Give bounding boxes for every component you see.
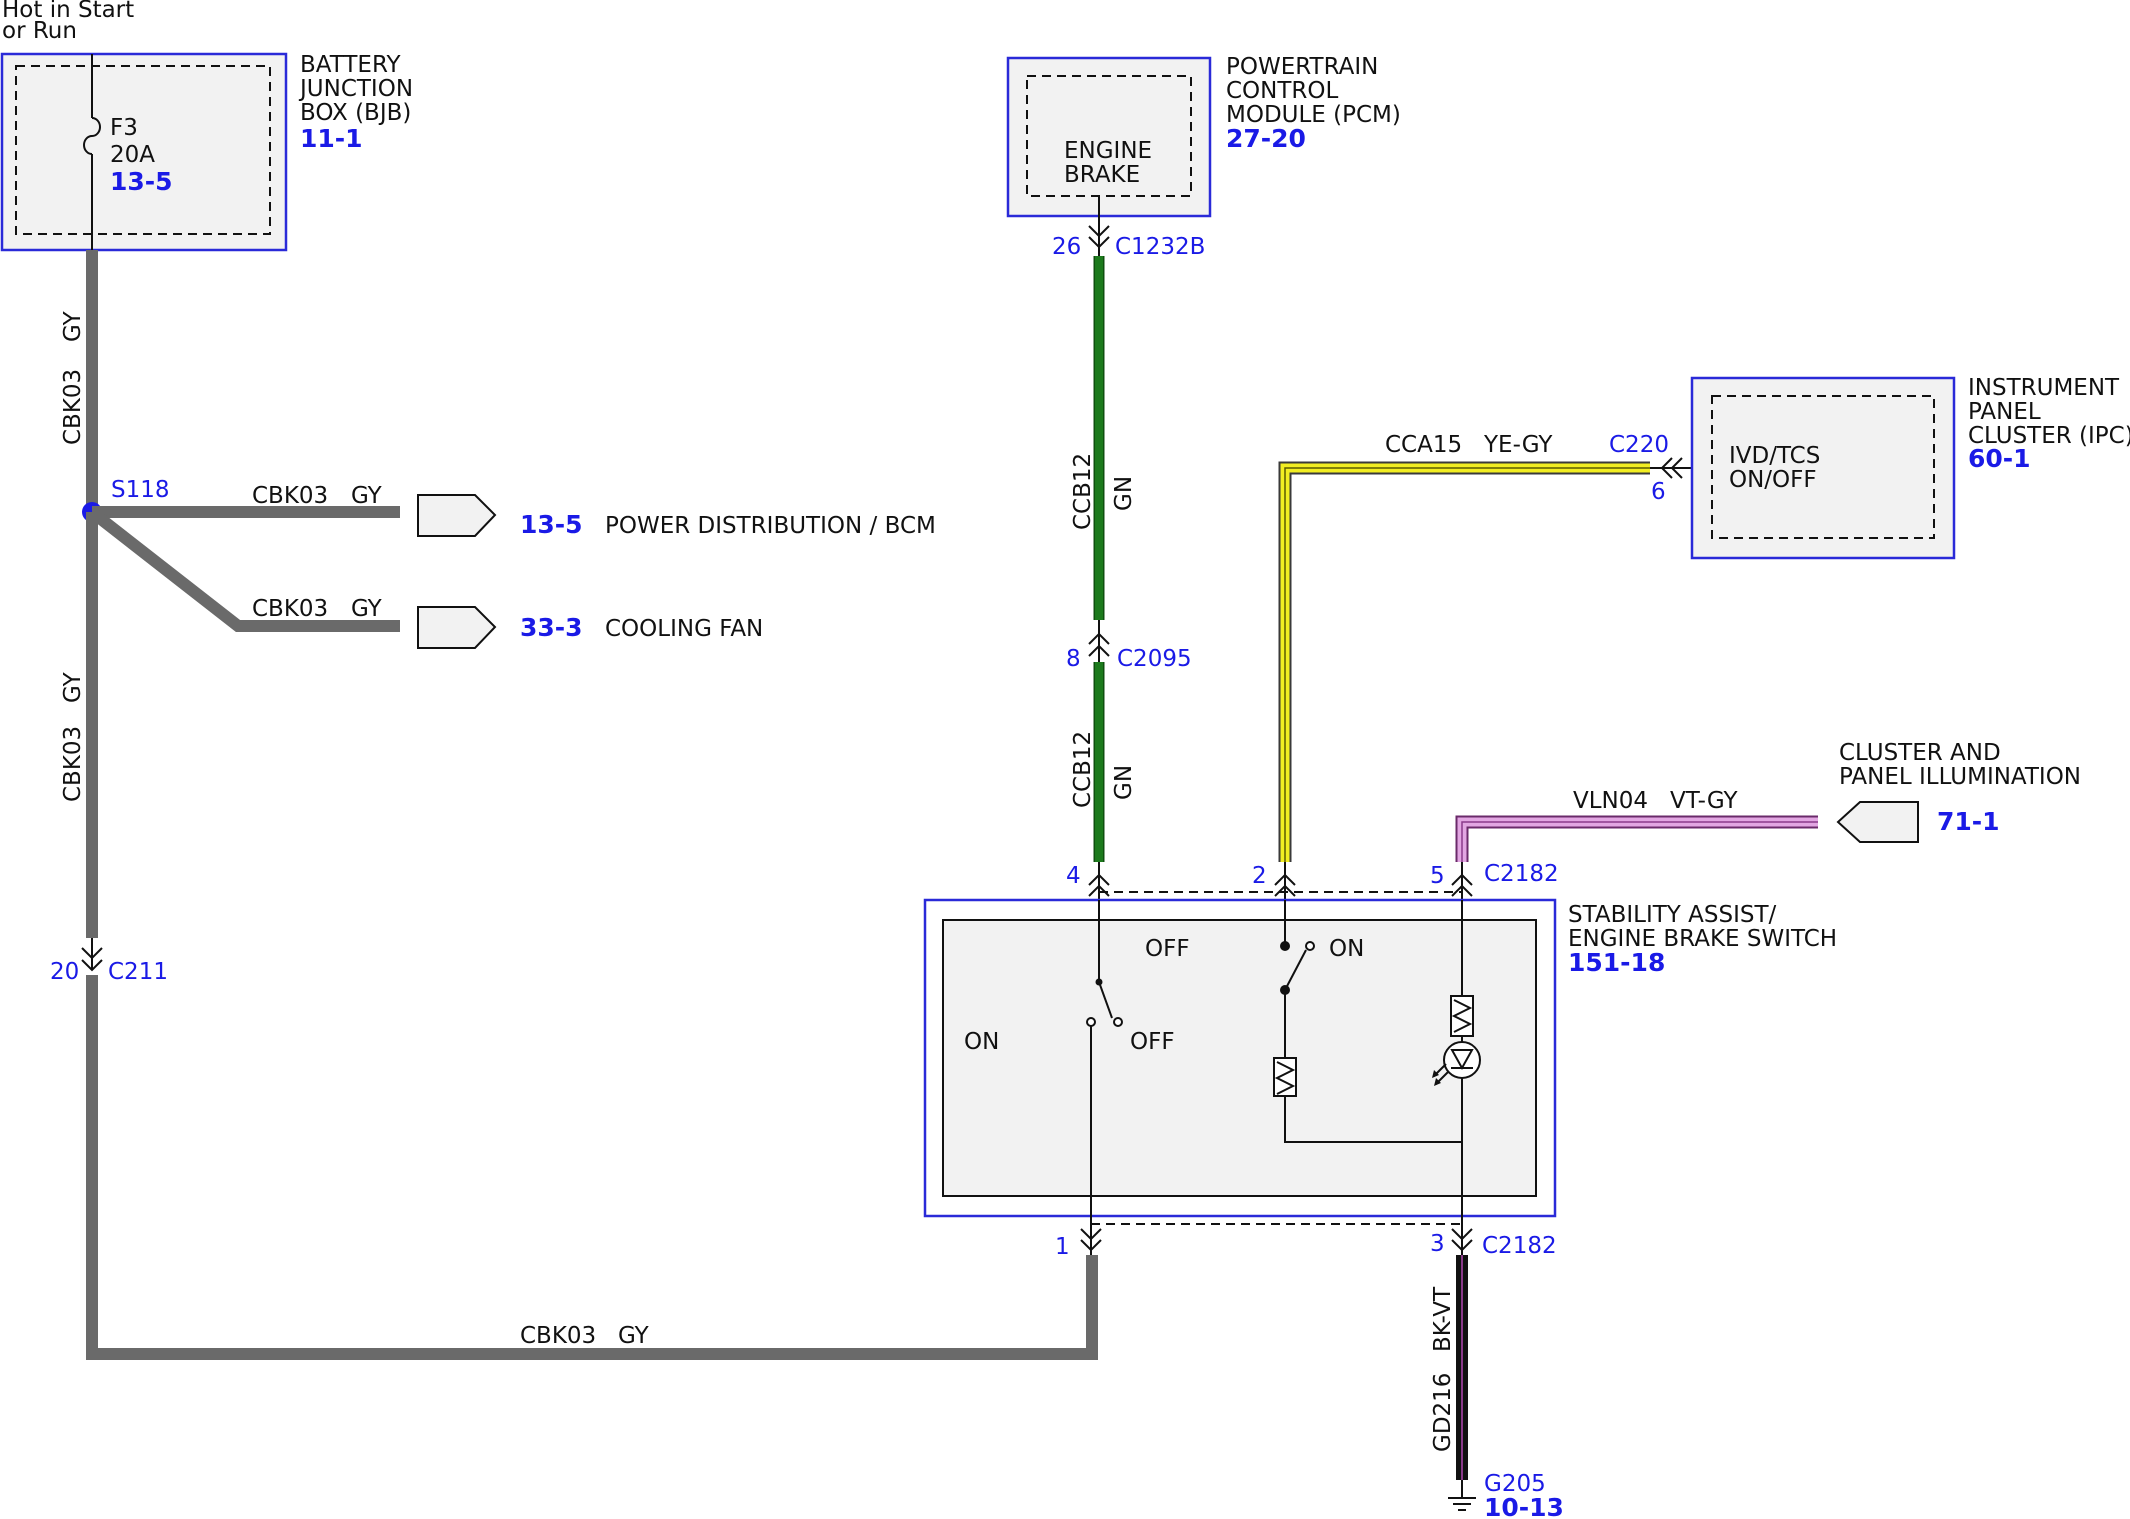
pcm-title-2: CONTROL — [1226, 78, 1339, 104]
wire-vln04-edge — [1455, 815, 1818, 862]
connector-c2095-icon — [1088, 620, 1110, 662]
branch-2-dest: COOLING FAN — [605, 616, 763, 642]
branch-2-ref[interactable]: 33-3 — [520, 613, 583, 642]
c2182-name-bottom: C2182 — [1482, 1233, 1557, 1259]
fuse-ref[interactable]: 13-5 — [110, 167, 173, 196]
connector-c2182-pin2-icon — [1274, 862, 1296, 900]
wire-cbk03-bottom-circuit: CBK03 — [520, 1323, 596, 1349]
bjb-title-2: JUNCTION — [298, 76, 413, 102]
switch-module: ON OFF OFF ON — [923, 898, 1557, 1230]
top-note-line2: or Run — [2, 18, 77, 44]
wire-cbk03-lower-color: GY — [60, 671, 86, 703]
branch-1-color: GY — [351, 483, 383, 509]
ipc-inner-1: IVD/TCS — [1729, 443, 1820, 469]
switch-title-1: STABILITY ASSIST/ — [1568, 902, 1777, 928]
offpage-arrow-illum — [1836, 801, 1919, 843]
connector-c2182-pin4-icon — [1088, 862, 1110, 900]
c2182-pin4: 4 — [1066, 863, 1081, 889]
pcm-inner-2: BRAKE — [1064, 162, 1140, 188]
connector-c2182-pin1-icon — [1080, 1216, 1102, 1255]
wire-cbk03-lower-circuit: CBK03 — [60, 726, 86, 802]
connector-c2182-pin5-icon — [1451, 862, 1473, 900]
switch-off-left: OFF — [1130, 1029, 1175, 1055]
c211-name: C211 — [108, 959, 168, 985]
switch-off-top: OFF — [1145, 936, 1190, 962]
c2182-pin5: 5 — [1430, 863, 1445, 889]
c2095-name: C2095 — [1117, 646, 1192, 672]
branch-1-ref[interactable]: 13-5 — [520, 510, 583, 539]
bjb-ref[interactable]: 11-1 — [300, 124, 363, 153]
wire-gd216-color: BK-VT — [1430, 1286, 1456, 1352]
pcm-ref[interactable]: 27-20 — [1226, 124, 1306, 153]
branch-2-color: GY — [351, 596, 383, 622]
bjb-module: F3 20A 13-5 — [0, 52, 288, 252]
ipc-title-2: PANEL — [1968, 399, 2041, 425]
wire-ccb12-lower-color: GN — [1111, 765, 1137, 800]
pcm-title-3: MODULE (PCM) — [1226, 102, 1401, 128]
ipc-title-1: INSTRUMENT — [1968, 375, 2120, 401]
wire-vln04-circuit: VLN04 — [1573, 788, 1648, 814]
wire-ccb12-lower-circuit: CCB12 — [1070, 731, 1096, 808]
wire-vln04-color: VT-GY — [1670, 788, 1738, 814]
connector-c2182-pin3-icon — [1451, 1216, 1473, 1255]
ipc-title-3: CLUSTER (IPC) — [1968, 423, 2130, 449]
c220-name: C220 — [1609, 432, 1669, 458]
c2182-pin1: 1 — [1055, 1234, 1070, 1260]
c2182-name-top: C2182 — [1484, 861, 1559, 887]
pcm-module: ENGINE BRAKE — [1006, 56, 1212, 218]
c2182-pin3: 3 — [1430, 1231, 1445, 1257]
branch-1-dest: POWER DISTRIBUTION / BCM — [605, 513, 936, 539]
switch-left-blade — [1098, 981, 1113, 1019]
ipc-module: IVD/TCS ON/OFF — [1690, 376, 1956, 560]
pcm-inner-1: ENGINE — [1064, 138, 1152, 164]
switch-on-left: ON — [964, 1029, 999, 1055]
c211-pin: 20 — [50, 959, 79, 985]
c2095-pin: 8 — [1066, 646, 1081, 672]
branch-1-wire: CBK03 — [252, 483, 328, 509]
illum-ref[interactable]: 71-1 — [1937, 807, 2000, 836]
switch-title-2: ENGINE BRAKE SWITCH — [1568, 926, 1837, 952]
switch-on-right: ON — [1329, 936, 1364, 962]
wire-cca15-color: YE-GY — [1483, 432, 1553, 458]
wire-ccb12-upper-color: GN — [1111, 476, 1137, 511]
ipc-inner-2: ON/OFF — [1729, 467, 1817, 493]
wire-cca15-circuit: CCA15 — [1385, 432, 1462, 458]
bjb-title-1: BATTERY — [300, 52, 401, 78]
connector-c211-icon — [81, 938, 103, 972]
c1232b-name: C1232B — [1115, 234, 1205, 260]
fuse-rating: 20A — [110, 142, 155, 168]
ground-ref[interactable]: 10-13 — [1484, 1493, 1564, 1519]
wire-vln04-tracer — [1461, 821, 1818, 862]
c220-pin: 6 — [1651, 479, 1666, 505]
illum-title-2: PANEL ILLUMINATION — [1839, 764, 2081, 790]
wire-cbk03-upper-circuit: CBK03 — [60, 369, 86, 445]
offpage-arrow-bcm — [417, 494, 497, 537]
c1232b-pin: 26 — [1052, 234, 1081, 260]
pcm-title-1: POWERTRAIN — [1226, 54, 1378, 80]
ground-name: G205 — [1484, 1471, 1546, 1497]
fuse-id: F3 — [110, 115, 138, 141]
bjb-title-3: BOX (BJB) — [300, 100, 411, 126]
switch-ref[interactable]: 151-18 — [1568, 948, 1665, 977]
connector-c220-icon — [1650, 457, 1692, 479]
wire-cca15-tracer — [1284, 467, 1650, 862]
wire-ccb12-upper-circuit: CCB12 — [1070, 453, 1096, 530]
wire-branch-cooling — [88, 507, 400, 632]
top-note-line1: Hot in Start — [2, 0, 134, 23]
splice-label: S118 — [111, 477, 170, 503]
branch-2-wire: CBK03 — [252, 596, 328, 622]
fuse-icon — [83, 117, 101, 155]
c2182-pin2: 2 — [1252, 863, 1267, 889]
ipc-ref[interactable]: 60-1 — [1968, 444, 2031, 473]
connector-c1232b-icon — [1088, 196, 1110, 256]
wire-cbk03-bottom-color: GY — [618, 1323, 650, 1349]
switch-mid-blade — [1284, 949, 1307, 991]
wire-cbk03-upper-color: GY — [60, 310, 86, 342]
ground-icon — [1448, 1480, 1476, 1511]
wire-cbk03-bottom — [86, 975, 1098, 1360]
wire-gd216-circuit: GD216 — [1430, 1373, 1456, 1452]
illum-title-1: CLUSTER AND — [1839, 740, 2001, 766]
offpage-arrow-cooling — [417, 606, 497, 649]
